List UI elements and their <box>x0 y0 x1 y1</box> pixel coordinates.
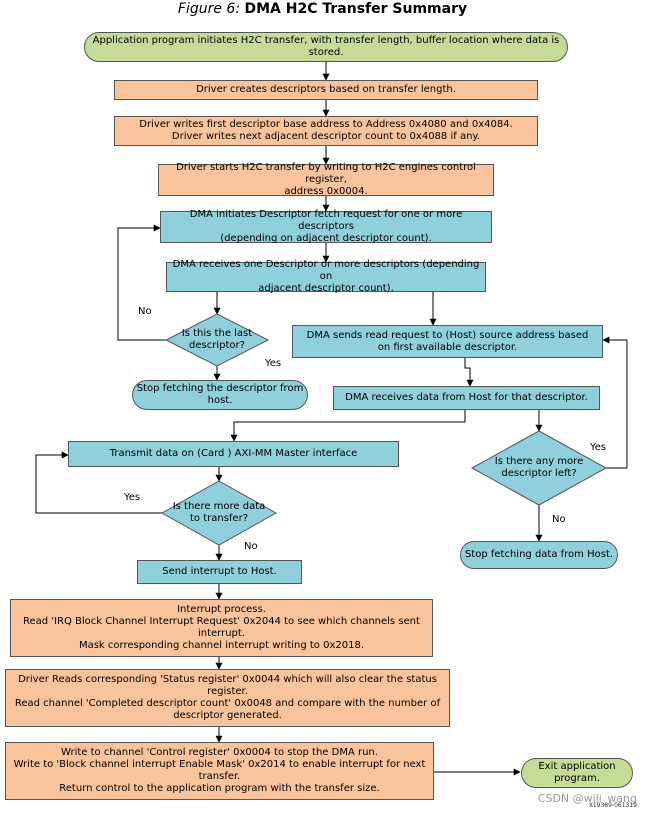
decision-more-desc-line-1: Is there any more <box>494 456 584 467</box>
interrupt-process-step: Interrupt process. Read 'IRQ Block Chann… <box>10 599 433 657</box>
fetch-request-line-2: (depending on adjacent descriptor count)… <box>220 233 432 244</box>
irq-process-line-3: Mask corresponding channel interrupt wri… <box>78 640 365 651</box>
edge-last-no-loop <box>117 224 166 341</box>
write-ctrl-line-3: Return control to the application progra… <box>59 783 380 794</box>
figure-title: Figure 6: DMA H2C Transfer Summary <box>0 0 645 18</box>
decision-last-line-2: descriptor? <box>189 340 245 351</box>
decision-more-data-shape <box>160 480 278 546</box>
label-more-data-yes: Yes <box>124 492 141 503</box>
start-h2c-line-2: address 0x0004. <box>284 186 368 197</box>
decision-last-descriptor: Is this the last descriptor? <box>166 326 268 354</box>
driver-reads-line-2: Read channel 'Completed descriptor count… <box>14 698 441 709</box>
receive-data-text: DMA receives data from Host for that des… <box>345 392 588 403</box>
start-h2c-line-1: Driver starts H2C transfer by writing to… <box>176 162 476 185</box>
exit-app-line-1: Exit application <box>538 761 616 772</box>
edge-recvdata-to-transmit <box>230 410 466 442</box>
write-descriptor-line-2: Driver writes next adjacent descriptor c… <box>171 131 481 142</box>
write-descriptor-address-step: Driver writes first descriptor base addr… <box>114 116 538 146</box>
start-node: Application program initiates H2C transf… <box>84 32 568 62</box>
edge-moredata-yes-loop <box>35 451 162 514</box>
create-descriptors-text: Driver creates descriptors based on tran… <box>196 84 456 95</box>
driver-reads-line-3: descriptor generated. <box>173 710 282 721</box>
irq-process-line-2: Read 'IRQ Block Channel Interrupt Reques… <box>23 616 420 639</box>
figure-title-text: DMA H2C Transfer Summary <box>244 1 468 17</box>
decision-last-line-1: Is this the last <box>181 328 253 339</box>
figure-id: X19389-061319 <box>588 802 637 809</box>
stop-fetch-desc-line-2: host. <box>207 395 233 406</box>
fetch-request-line-1: DMA initiates Descriptor fetch request f… <box>189 209 463 232</box>
receive-descriptor-line-1: DMA receives one Descriptor or more desc… <box>172 259 480 282</box>
label-last-no: No <box>138 306 152 317</box>
write-control-register-step: Write to channel 'Control register' 0x00… <box>5 742 434 800</box>
fetch-request-step: DMA initiates Descriptor fetch request f… <box>160 209 492 244</box>
stop-fetching-descriptor-node: Stop fetching the descriptor from host. <box>132 380 308 410</box>
label-more-data-no: No <box>244 541 258 552</box>
stop-fetch-desc-line-1: Stop fetching the descriptor from <box>136 383 304 394</box>
send-read-line-2: on first available descriptor. <box>377 341 518 353</box>
create-descriptors-step: Driver creates descriptors based on tran… <box>114 80 538 100</box>
csdn-watermark: CSDN @wili_wang <box>537 792 637 805</box>
write-descriptor-line-1: Driver writes first descriptor base addr… <box>139 119 513 130</box>
receive-data-step: DMA receives data from Host for that des… <box>333 386 600 410</box>
decision-more-data: Is there more data to transfer? <box>162 499 276 527</box>
send-interrupt-text: Send interrupt to Host. <box>162 566 277 577</box>
decision-more-data-line-1: Is there more data <box>172 501 266 512</box>
send-read-request-step: DMA sends read request to (Host) source … <box>292 325 603 358</box>
send-read-line-1: DMA sends read request to (Host) source … <box>306 329 589 341</box>
stop-fetching-data-node: Stop fetching data from Host. <box>460 541 618 569</box>
irq-process-line-1: Interrupt process. <box>177 604 266 615</box>
label-last-yes: Yes <box>265 358 282 369</box>
write-ctrl-line-1: Write to channel 'Control register' 0x00… <box>61 747 378 758</box>
decision-more-desc-line-2: descriptor left? <box>501 468 577 479</box>
driver-reads-line-1: Driver Reads corresponding 'Status regis… <box>18 674 437 697</box>
transmit-data-text: Transmit data on (Card ) AXI-MM Master i… <box>109 448 358 459</box>
receive-descriptor-line-2: adjacent descriptor count). <box>258 283 394 294</box>
decision-last-descriptor-shape <box>164 313 270 367</box>
exit-app-line-2: program. <box>554 773 600 784</box>
start-node-text: Application program initiates H2C transf… <box>92 35 560 58</box>
receive-descriptor-step: DMA receives one Descriptor or more desc… <box>166 259 486 294</box>
edge-moredesc-yes-loop <box>602 336 628 469</box>
decision-more-descriptor: Is there any more descriptor left? <box>472 454 606 482</box>
driver-reads-status-step: Driver Reads corresponding 'Status regis… <box>5 669 450 727</box>
start-h2c-step: Driver starts H2C transfer by writing to… <box>158 162 494 197</box>
transmit-data-step: Transmit data on (Card ) AXI-MM Master i… <box>68 441 399 467</box>
decision-more-data-line-2: to transfer? <box>189 513 249 524</box>
send-interrupt-step: Send interrupt to Host. <box>137 560 302 584</box>
stop-fetch-data-text: Stop fetching data from Host. <box>464 549 614 560</box>
figure-label: Figure 6: <box>177 1 241 17</box>
decision-more-descriptor-shape <box>470 430 608 506</box>
label-more-desc-yes: Yes <box>590 442 607 453</box>
exit-application-node: Exit application program. <box>521 758 633 788</box>
label-more-desc-no: No <box>552 514 566 525</box>
edge-sendread-to-recvdata <box>464 358 474 387</box>
write-ctrl-line-2: Write to 'Block channel interrupt Enable… <box>13 759 426 782</box>
